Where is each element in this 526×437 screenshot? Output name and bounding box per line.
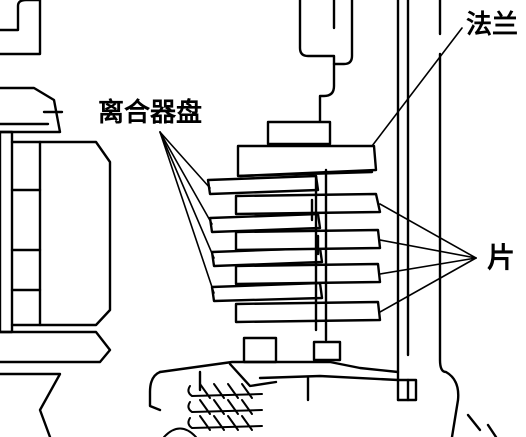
steel-plates bbox=[234, 192, 382, 324]
left-housing-upper bbox=[0, 0, 64, 134]
piston-assembly bbox=[148, 336, 418, 412]
hub-connector bbox=[314, 168, 328, 342]
plate-label: 片 bbox=[487, 241, 516, 274]
leader-lines bbox=[159, 27, 477, 313]
left-hub bbox=[0, 130, 112, 437]
clutch-discs bbox=[206, 174, 324, 303]
flange bbox=[236, 120, 378, 178]
return-spring bbox=[163, 383, 263, 437]
right-housing bbox=[298, 0, 498, 437]
flange-label: 法兰 bbox=[466, 10, 519, 40]
clutch-disc-label: 离合器盘 bbox=[98, 98, 203, 128]
